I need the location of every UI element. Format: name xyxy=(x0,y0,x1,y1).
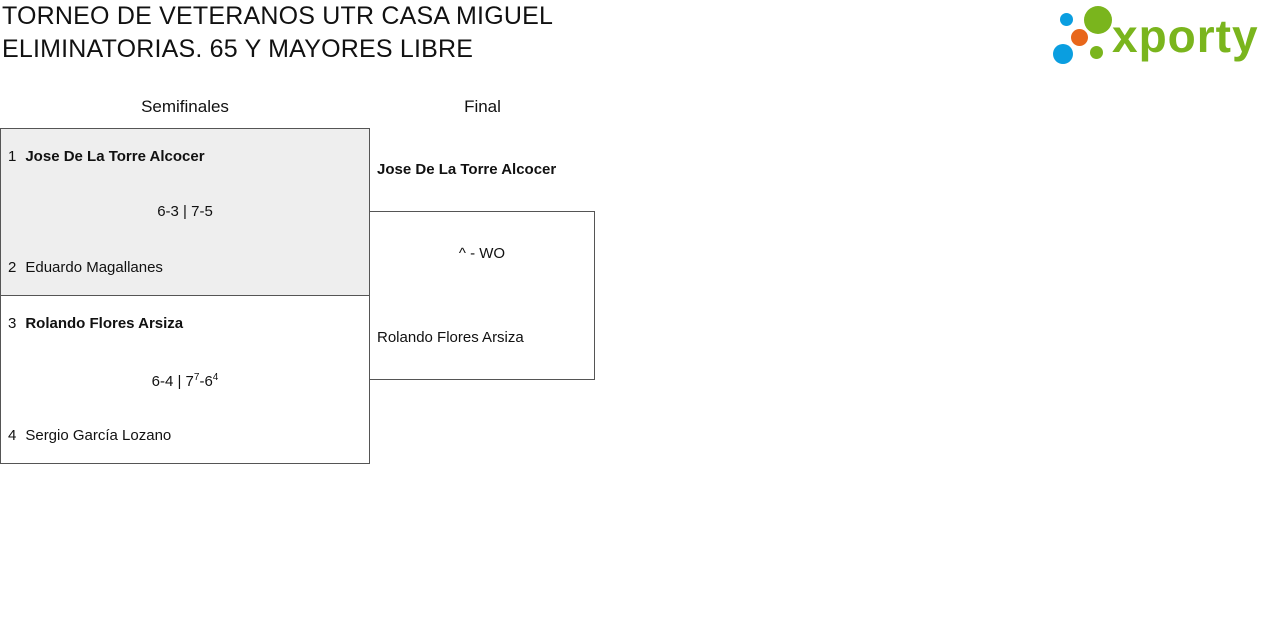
score-set-1: 6-4 xyxy=(151,373,174,390)
tiebreak-player-1: 7 xyxy=(193,372,200,383)
seed-number: 1 xyxy=(8,148,17,165)
semifinal-2-player-2: 4 Sergio García Lozano xyxy=(8,426,171,446)
player-name: Rolando Flores Arsiza xyxy=(25,315,184,332)
logo-dot-green-bottom xyxy=(1090,46,1103,59)
semifinal-2-score: 6-4 | 77-64 xyxy=(1,372,369,392)
semifinal-1-player-1: 1 Jose De La Torre Alcocer xyxy=(8,147,205,167)
tiebreak-player-2: 4 xyxy=(212,372,219,383)
logo-wordmark: xporty xyxy=(1112,10,1259,62)
round-label-semifinals: Semifinales xyxy=(141,97,229,116)
score-set-2-player-2: 6 xyxy=(204,373,213,390)
player-name: Eduardo Magallanes xyxy=(25,259,163,276)
semifinal-2-player-1: 3 Rolando Flores Arsiza xyxy=(8,314,183,334)
semifinal-match-1[interactable]: 1 Jose De La Torre Alcocer 6-3 | 7-5 2 Edu… xyxy=(0,128,370,296)
seed-number: 3 xyxy=(8,315,17,332)
xporty-logo[interactable]: xporty xyxy=(1050,4,1278,68)
page-title: TORNEO DE VETERANOS UTR CASA MIGUEL ELIM… xyxy=(2,0,553,66)
final-match[interactable]: ^ - WO xyxy=(369,211,595,380)
title-line-2: ELIMINATORIAS. 65 Y MAYORES LIBRE xyxy=(2,35,474,63)
score-separator: | xyxy=(173,373,186,390)
final-player-2: Rolando Flores Arsiza xyxy=(377,329,524,346)
semifinal-1-player-2: 2 Eduardo Magallanes xyxy=(8,258,163,278)
title-line-1: TORNEO DE VETERANOS UTR CASA MIGUEL xyxy=(2,2,554,30)
round-label-final: Final xyxy=(464,97,501,116)
logo-dot-blue-top xyxy=(1060,13,1073,26)
player-name: Sergio García Lozano xyxy=(25,427,172,444)
final-player-1: Jose De La Torre Alcocer xyxy=(377,161,557,178)
score-set-2-player-1: 7 xyxy=(185,373,194,390)
logo-dot-green-top xyxy=(1084,6,1112,34)
player-name: Jose De La Torre Alcocer xyxy=(25,148,205,165)
logo-dot-orange xyxy=(1071,29,1088,46)
final-score: ^ - WO xyxy=(458,245,506,262)
semifinal-1-score: 6-3 | 7-5 xyxy=(157,203,213,220)
score-dash: - xyxy=(199,373,205,390)
logo-dot-blue-bottom xyxy=(1053,44,1073,64)
seed-number: 4 xyxy=(8,427,17,444)
seed-number: 2 xyxy=(8,259,17,276)
